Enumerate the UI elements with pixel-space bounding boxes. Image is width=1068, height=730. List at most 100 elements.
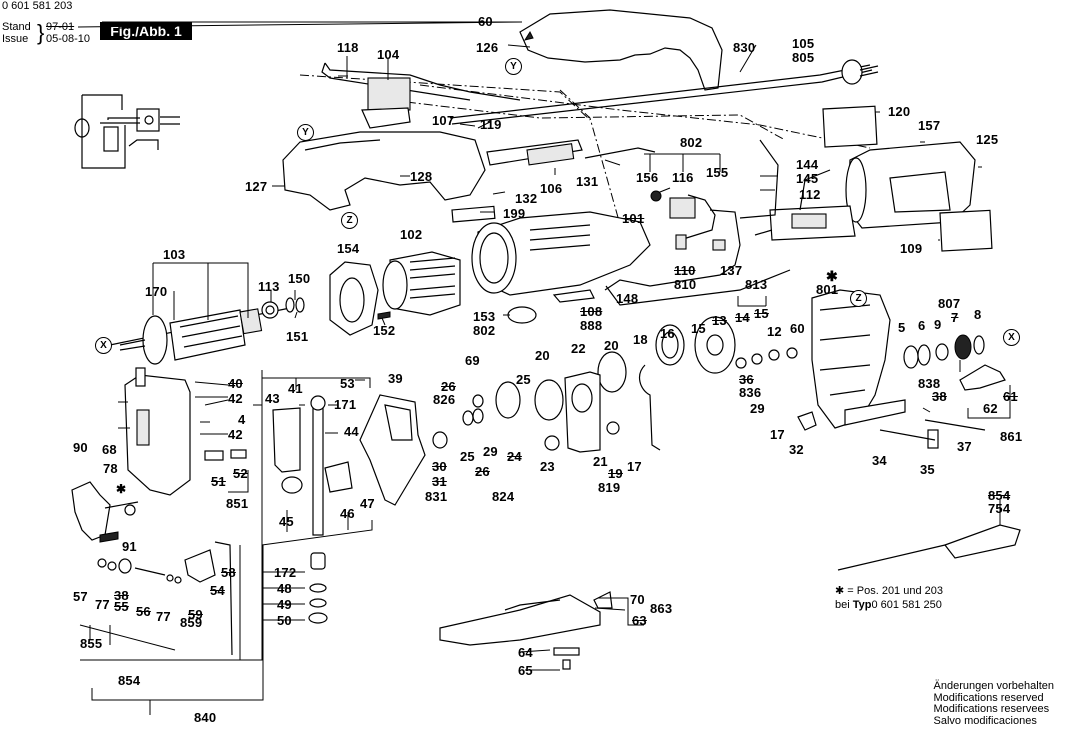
part-label-145: 145: [796, 171, 819, 186]
part-label-172: 172: [274, 565, 297, 580]
wiring-schematic: [74, 94, 180, 169]
part-label-17b: 17: [770, 427, 785, 442]
part-label-91: 91: [122, 539, 137, 554]
part-label-44: 44: [344, 424, 359, 439]
part-label-22: 22: [571, 341, 586, 356]
part-label-29a: 29: [483, 444, 498, 459]
footer-line-fr: Modifications reservees: [933, 703, 1050, 715]
part-label-34: 34: [872, 453, 887, 468]
part-label-30: 30: [432, 459, 447, 474]
part-label-151: 151: [286, 329, 309, 344]
part-label-53: 53: [340, 376, 355, 391]
part-label-831: 831: [425, 489, 448, 504]
part-label-78: 78: [103, 461, 118, 476]
part-label-23: 23: [540, 459, 555, 474]
asterisk-note-line2: bei Typ0 601 581 250: [835, 599, 942, 611]
part-label-131: 131: [576, 174, 599, 189]
part-label-24: 24: [507, 449, 522, 464]
part-label-152: 152: [373, 323, 396, 338]
part-label-154: 154: [337, 241, 360, 256]
part-label-137: 137: [720, 263, 743, 278]
part-label-43: 43: [265, 391, 280, 406]
part-label-824: 824: [492, 489, 515, 504]
part-label-861: 861: [1000, 429, 1023, 444]
asterisk-icon: ✱: [116, 482, 127, 496]
part-label-810: 810: [674, 277, 697, 292]
part-label-35a: 35: [920, 462, 935, 477]
part-label-101: 101: [622, 211, 645, 226]
part-label-156: 156: [636, 170, 659, 185]
marker-y-top: Y: [505, 58, 522, 75]
part-label-805: 805: [792, 50, 815, 65]
part-label-802b: 802: [473, 323, 496, 338]
part-label-51: 51: [211, 474, 226, 489]
part-label-48: 48: [277, 581, 292, 596]
issue-value: 05-08-10: [46, 33, 91, 45]
part-label-104: 104: [377, 47, 400, 62]
part-label-38b: 38: [114, 588, 129, 603]
part-label-854b: 854: [988, 488, 1011, 503]
part-label-106: 106: [540, 181, 563, 196]
part-label-126: 126: [476, 40, 499, 55]
part-label-171: 171: [334, 397, 357, 412]
part-label-20b: 20: [604, 338, 619, 353]
part-label-42a: 42: [228, 391, 243, 406]
part-label-77b: 77: [156, 609, 171, 624]
part-label-838: 838: [918, 376, 941, 391]
part-label-107: 107: [432, 113, 455, 128]
part-label-199: 199: [503, 206, 526, 221]
part-label-32: 32: [789, 442, 804, 457]
part-label-105: 105: [792, 36, 815, 51]
part-label-155: 155: [706, 165, 729, 180]
part-label-57: 57: [73, 589, 88, 604]
marker-x-bearing: X: [1003, 329, 1020, 346]
part-label-64: 64: [518, 645, 533, 660]
part-label-802a: 802: [680, 135, 703, 150]
footer-line-de: Änderungen vorbehalten: [933, 680, 1054, 692]
part-label-41: 41: [288, 381, 303, 396]
part-label-109: 109: [900, 241, 923, 256]
part-label-132: 132: [515, 191, 538, 206]
stand-value: 97-01: [46, 21, 75, 33]
marker-z-cover: Z: [341, 212, 358, 229]
part-label-39: 39: [388, 371, 403, 386]
part-label-148: 148: [616, 291, 639, 306]
part-label-116: 116: [672, 170, 694, 185]
part-label-5: 5: [898, 320, 906, 335]
part-label-807: 807: [938, 296, 961, 311]
part-label-69: 69: [465, 353, 480, 368]
part-label-25b: 25: [460, 449, 475, 464]
part-label-40: 40: [228, 376, 243, 391]
footer-disclaimer: Änderungen vorbehalten Modifications res…: [933, 680, 1054, 727]
part-label-55: 55: [114, 599, 129, 614]
part-label-144: 144: [796, 157, 819, 172]
part-label-119: 119: [480, 117, 502, 132]
part-label-110: 110: [674, 263, 696, 278]
part-label-77a: 77: [95, 597, 110, 612]
note-prefix: bei: [835, 599, 850, 611]
part-label-62: 62: [983, 401, 998, 416]
part-label-836: 836: [739, 385, 762, 400]
part-label-36: 36: [739, 372, 754, 387]
part-label-15: 15: [691, 321, 706, 336]
part-label-60a: 60: [478, 14, 493, 29]
part-label-14: 14: [735, 310, 750, 325]
part-label-17a: 17: [627, 459, 642, 474]
part-label-127: 127: [245, 179, 268, 194]
part-label-26a: 26: [441, 379, 456, 394]
part-label-125: 125: [976, 132, 999, 147]
part-label-42b: 42: [228, 427, 243, 442]
part-label-128: 128: [410, 169, 433, 184]
part-label-56: 56: [136, 604, 151, 619]
part-label-45: 45: [279, 514, 294, 529]
part-label-37: 37: [957, 439, 972, 454]
part-label-801: 801: [816, 282, 839, 297]
part-label-13: 13: [712, 313, 727, 328]
part-label-9: 9: [934, 317, 942, 332]
part-label-61: 61: [1003, 389, 1018, 404]
part-label-65: 65: [518, 663, 533, 678]
note-number: 0 601 581 250: [871, 599, 942, 611]
part-label-855: 855: [80, 636, 103, 651]
